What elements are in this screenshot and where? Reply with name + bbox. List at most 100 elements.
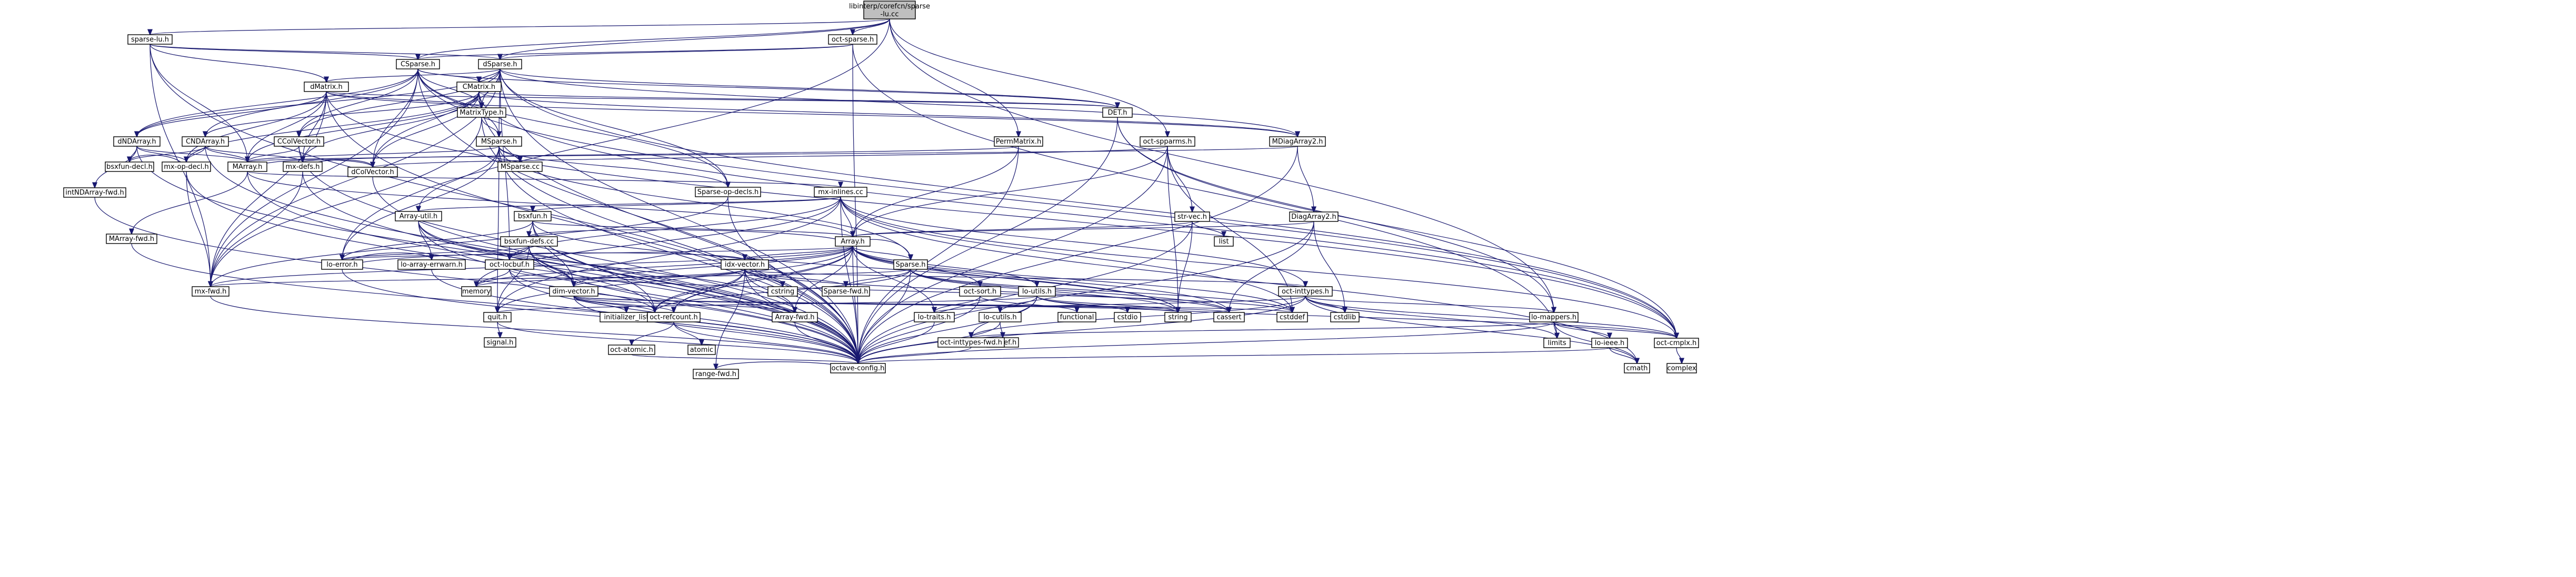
node-bsxfun-h[interactable]: bsxfun.h <box>514 211 552 221</box>
node-atomic[interactable]: atomic <box>687 345 716 355</box>
node-label: libinterp/corefcn/sparse <box>849 3 930 11</box>
node-oct-cmplx-h[interactable]: oct-cmplx.h <box>1654 338 1699 348</box>
node-CColVector-h[interactable]: CColVector.h <box>274 136 324 147</box>
node-box <box>863 1 916 19</box>
edge-lo_utils_h-to-lo_cutils_h <box>1000 296 1037 312</box>
node-lo-utils-h[interactable]: lo-utils.h <box>1018 286 1056 297</box>
node-list[interactable]: list <box>1214 236 1234 247</box>
node-Array-h[interactable]: Array.h <box>835 236 871 247</box>
node-MSparse-h[interactable]: MSparse.h <box>476 136 522 147</box>
node-bsxfun-decl-h[interactable]: bsxfun-decl.h <box>105 161 154 172</box>
node-string[interactable]: string <box>1164 312 1192 322</box>
node-box <box>321 259 363 270</box>
node-box <box>1174 211 1210 222</box>
node-box <box>461 286 492 297</box>
node-box <box>1140 136 1195 147</box>
node-box <box>497 161 543 172</box>
node-label: memory <box>462 288 491 296</box>
node-oct-sparse-h[interactable]: oct-sparse.h <box>828 34 877 45</box>
node-quit-h[interactable]: quit.h <box>483 312 512 322</box>
node-MatrixType-h[interactable]: MatrixType.h <box>457 107 506 118</box>
node-mx-fwd-h[interactable]: mx-fwd.h <box>192 286 229 297</box>
node-oct-locbuf-h[interactable]: oct-locbuf.h <box>485 259 534 270</box>
node-cstring[interactable]: cstring <box>767 286 798 297</box>
node-label: DiagArray2.h <box>1291 213 1336 221</box>
node-memory[interactable]: memory <box>461 286 492 297</box>
node-dSparse-h[interactable]: dSparse.h <box>478 59 522 69</box>
node-mx-inlines-cc[interactable]: mx-inlines.cc <box>814 187 867 197</box>
node-label: DET.h <box>1108 109 1127 117</box>
node-CSparse-h[interactable]: CSparse.h <box>396 59 440 69</box>
edge-oct_inttypes_h-to-lo_mappers_h <box>1305 296 1554 312</box>
node-cassert[interactable]: cassert <box>1213 312 1245 322</box>
node-complex[interactable]: complex <box>1666 363 1697 373</box>
node-CNDArray-h[interactable]: CNDArray.h <box>182 136 229 147</box>
node-intNDArray-fwd-h[interactable]: intNDArray-fwd.h <box>63 187 126 198</box>
edge-dim_vector_h-to-octave_config_h <box>573 296 858 363</box>
node-limits[interactable]: limits <box>1543 338 1571 348</box>
node-lo-cutils-h[interactable]: lo-cutils.h <box>979 312 1022 322</box>
edge-dMatrix_h-to-mx_defs_h <box>303 91 327 162</box>
node-label: Array-util.h <box>400 212 437 220</box>
node-dColVector-h[interactable]: dColVector.h <box>347 167 398 177</box>
edge-bsxfun_h-to-Array_h <box>532 220 853 237</box>
node-cstddef[interactable]: cstddef <box>1276 312 1308 322</box>
node-octave-config-h[interactable]: octave-config.h <box>830 363 886 373</box>
node-dim-vector-h[interactable]: dim-vector.h <box>549 286 598 297</box>
node-oct-atomic-h[interactable]: oct-atomic.h <box>608 345 655 355</box>
node-str-vec-h[interactable]: str-vec.h <box>1174 211 1210 222</box>
node-dMatrix-h[interactable]: dMatrix.h <box>304 82 349 92</box>
edge-dMatrix_h-to-MatrixType_h <box>326 91 482 108</box>
edge-root-to-CSparse_h <box>418 18 890 59</box>
node-bsxfun-defs-cc[interactable]: bsxfun-defs.cc <box>500 236 558 247</box>
node-DiagArray2-h[interactable]: DiagArray2.h <box>1289 211 1339 222</box>
node-cstdlib[interactable]: cstdlib <box>1330 312 1360 322</box>
node-DET-h[interactable]: DET.h <box>1102 107 1133 118</box>
edge-dColVector_h-to-octave_config_h <box>372 176 858 363</box>
node-PermMatrix-h[interactable]: PermMatrix.h <box>994 136 1043 147</box>
node-box <box>549 286 598 297</box>
node-MSparse-cc[interactable]: MSparse.cc <box>497 161 543 172</box>
edge-PermMatrix_h-to-Array_h <box>853 146 1019 237</box>
node-lo-traits-h[interactable]: lo-traits.h <box>914 312 955 322</box>
node-Sparse-op-decls-h[interactable]: Sparse-op-decls.h <box>695 187 761 197</box>
node-Sparse-fwd-h[interactable]: Sparse-fwd.h <box>822 286 870 297</box>
node-oct-sort-h[interactable]: oct-sort.h <box>959 286 1001 297</box>
node-mx-defs-h[interactable]: mx-defs.h <box>283 161 323 172</box>
edge-dim_vector_h-to-string <box>573 296 1178 312</box>
edge-MDiagArray2_h-to-MArray_h <box>247 146 1298 162</box>
node-label: dSparse.h <box>483 60 517 68</box>
node-CMatrix-h[interactable]: CMatrix.h <box>456 82 502 92</box>
node-Array-fwd-h[interactable]: Array-fwd.h <box>772 312 818 322</box>
node-box <box>1289 211 1339 222</box>
node-lo-ieee-h[interactable]: lo-ieee.h <box>1591 338 1628 348</box>
edge-oct_refcount_h-to-oct_atomic_h <box>632 321 674 345</box>
node-MDiagArray2-h[interactable]: MDiagArray2.h <box>1269 136 1326 147</box>
node-range-fwd-h[interactable]: range-fwd.h <box>693 369 739 379</box>
node-oct-spparms-h[interactable]: oct-spparms.h <box>1140 136 1195 147</box>
node-label: CMatrix.h <box>463 83 495 91</box>
node-functional[interactable]: functional <box>1057 312 1096 322</box>
node-lo-error-h[interactable]: lo-error.h <box>321 259 363 270</box>
node-MArray-h[interactable]: MArray.h <box>227 161 267 172</box>
node-sparse-lu-h[interactable]: sparse-lu.h <box>127 34 173 45</box>
node-initializer-list[interactable]: initializer_list <box>600 312 653 322</box>
node-cmath[interactable]: cmath <box>1624 363 1650 373</box>
node-oct-refcount-h[interactable]: oct-refcount.h <box>647 312 701 322</box>
node-oct-inttypes-fwd-h[interactable]: oct-inttypes-fwd.h <box>937 337 1005 348</box>
node-idx-vector-h[interactable]: idx-vector.h <box>721 259 769 270</box>
node-MArray-fwd-h[interactable]: MArray-fwd.h <box>106 234 157 244</box>
edge-DET_h-to-oct_cmplx_h <box>1117 117 1676 338</box>
node-mx-op-decl-h[interactable]: mx-op-decl.h <box>162 161 211 172</box>
node-oct-inttypes-h[interactable]: oct-inttypes.h <box>1278 286 1333 297</box>
node-lo-mappers-h[interactable]: lo-mappers.h <box>1529 312 1579 322</box>
node-dNDArray-h[interactable]: dNDArray.h <box>113 136 161 147</box>
node-lo-array-errwarn-h[interactable]: lo-array-errwarn.h <box>397 259 466 270</box>
node-box <box>105 161 154 172</box>
node-Array-util-h[interactable]: Array-util.h <box>395 211 442 221</box>
node-cstdio[interactable]: cstdio <box>1114 312 1141 322</box>
node-Sparse-h[interactable]: Sparse.h <box>893 259 928 270</box>
node-signal-h[interactable]: signal.h <box>484 337 516 348</box>
node-root[interactable]: libinterp/corefcn/sparse-lu.cc <box>849 1 930 19</box>
node-label: lo-array-errwarn.h <box>401 261 463 269</box>
